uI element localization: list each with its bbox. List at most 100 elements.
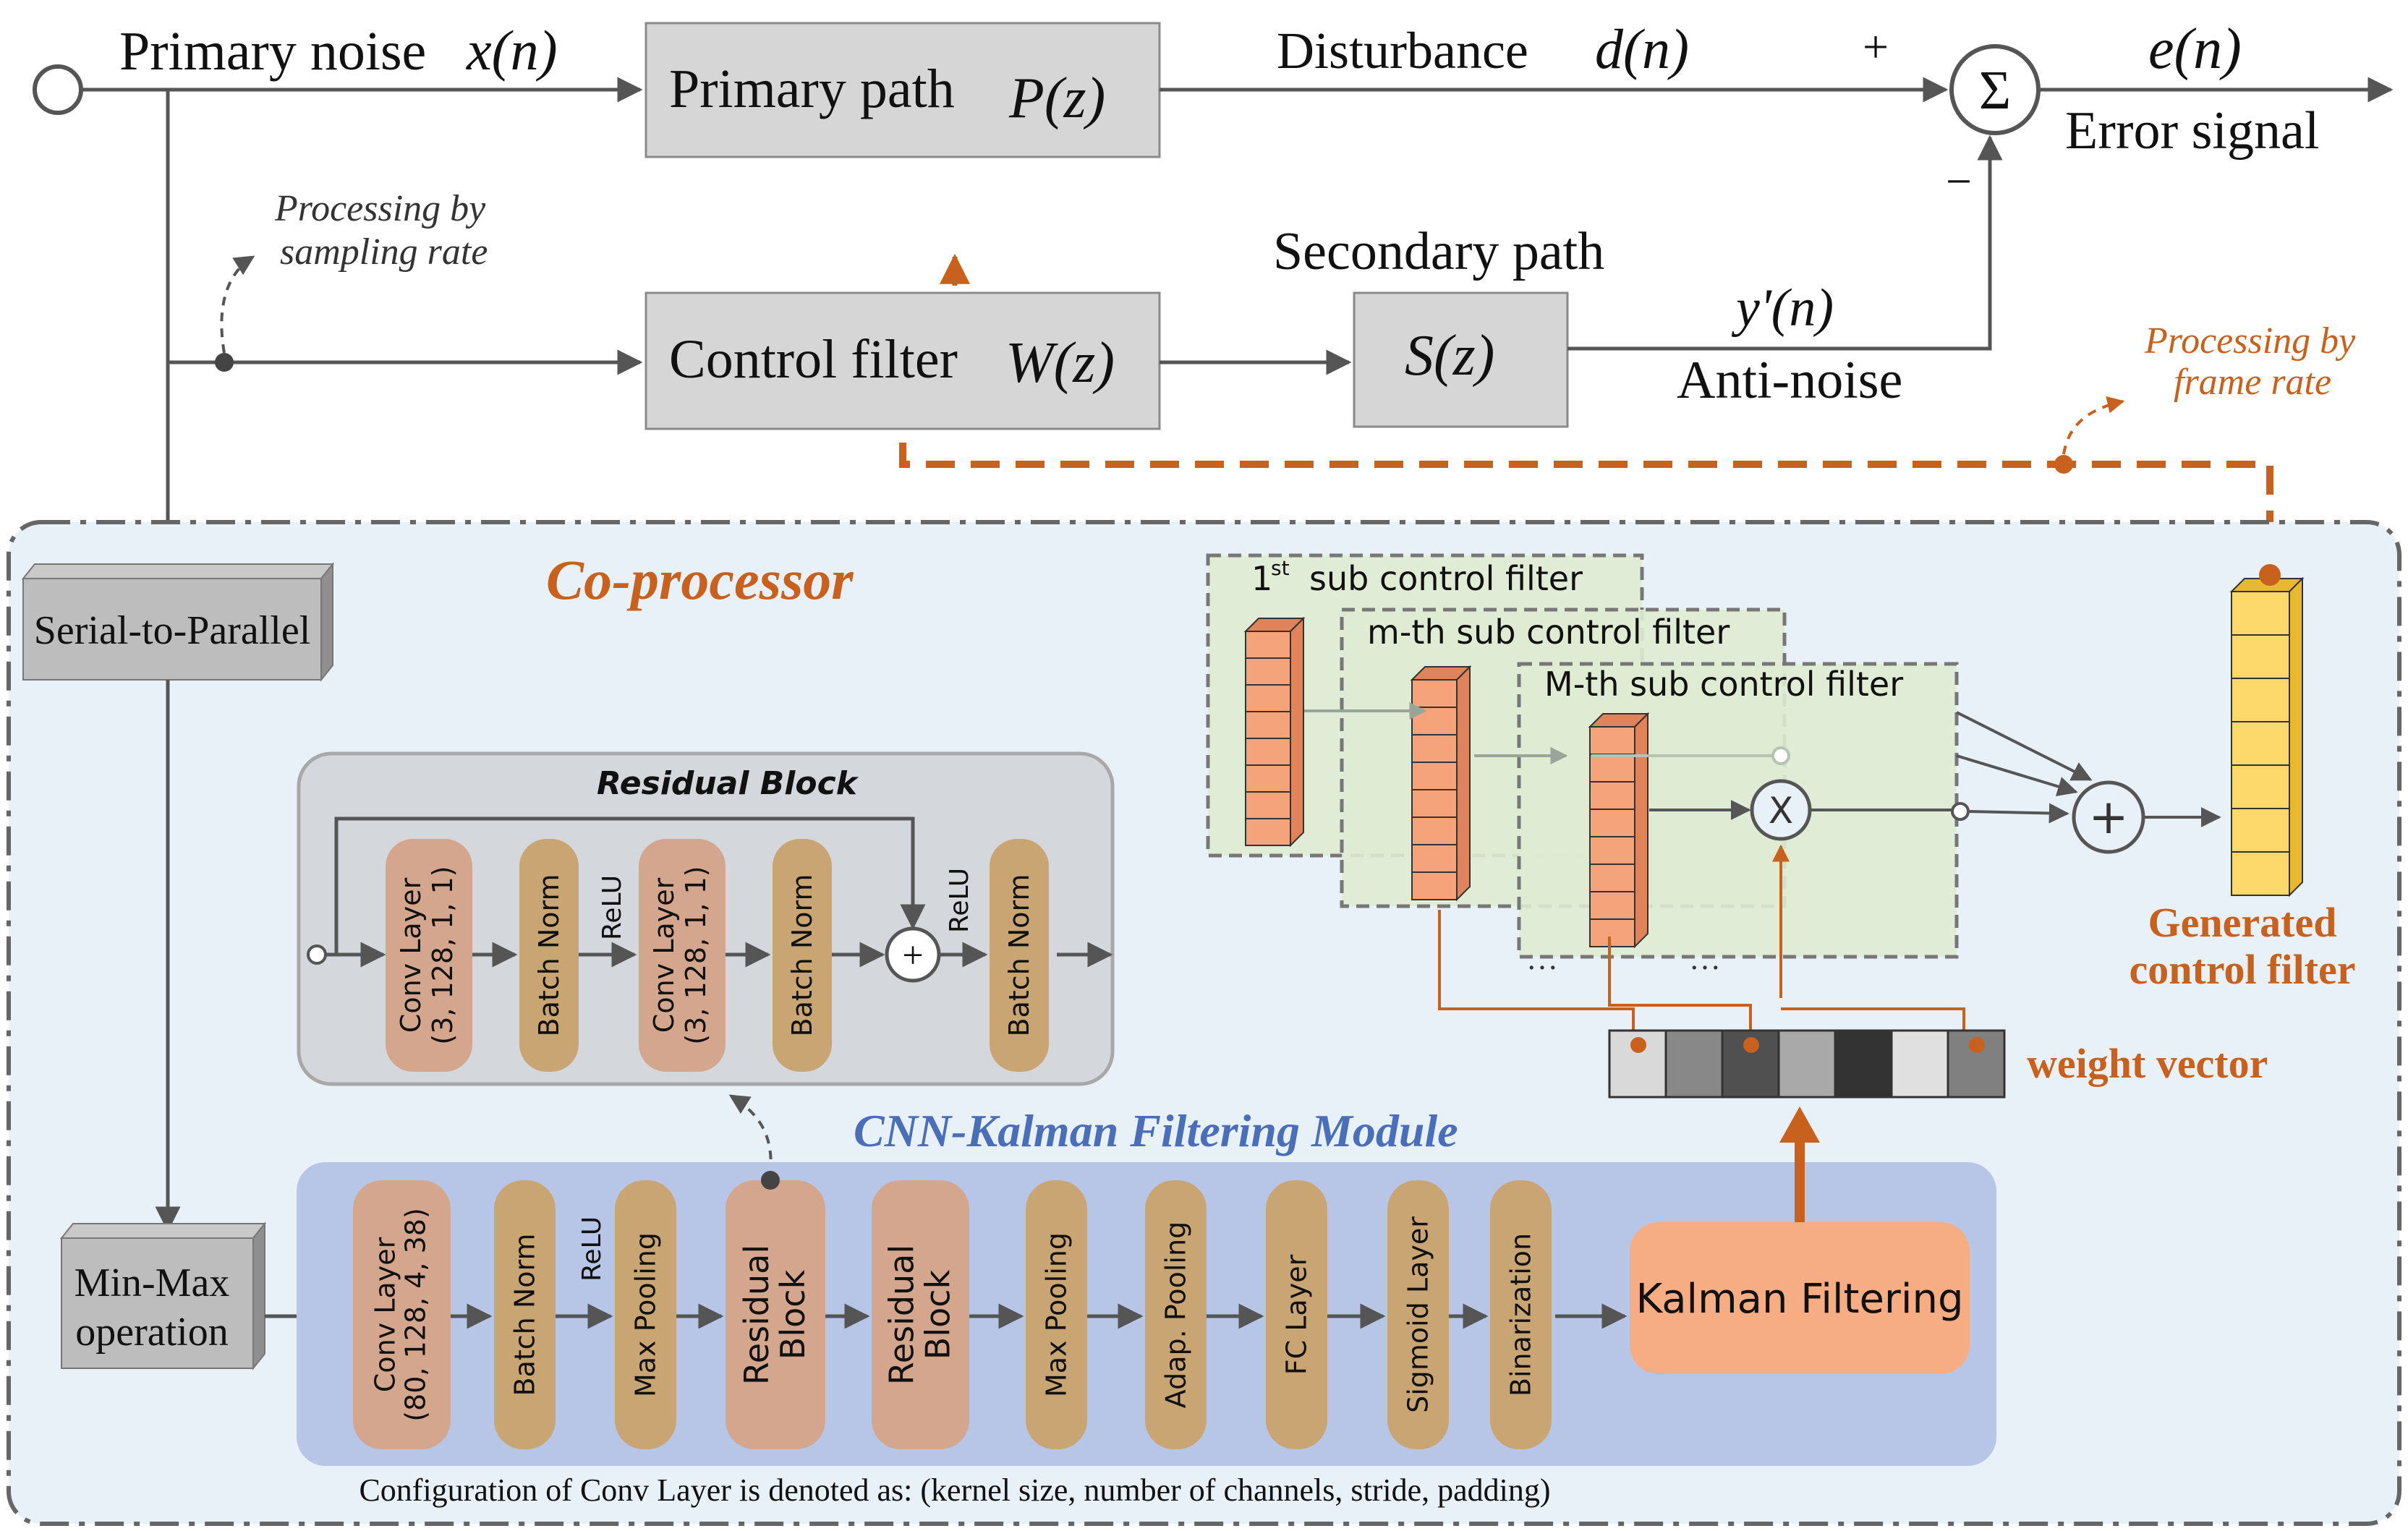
cnn-layer-8: FC Layer (1266, 1180, 1327, 1449)
generated-filter-cells (2229, 576, 2305, 897)
cnn-layer-1-line2: (80, 128, 4, 38) (400, 1208, 432, 1422)
relu-label-3: ReLU (577, 1216, 607, 1281)
primary-path-math: P(z) (1008, 67, 1105, 130)
plus-sign: + (1863, 21, 1889, 72)
weight-vector-label: weight vector (2027, 1040, 2268, 1087)
coprocessor: Co-processor Serial-to-Parallel Min-Max … (7, 520, 2401, 1526)
sub-filter-1-label: sub control filter (1309, 559, 1583, 598)
sub-filter-m-label: m-th sub control filter (1367, 613, 1730, 652)
minmax-label-1: Min-Max (75, 1261, 230, 1305)
residual-block-title: Residual Block (597, 765, 859, 802)
residual-layer-3: Conv Layer(3, 128, 1, 1) (639, 839, 726, 1072)
cnn-layer-1: Conv Layer(80, 128, 4, 38) (353, 1180, 451, 1449)
residual-layer-2-line1: Batch Norm (533, 874, 565, 1037)
minus-sign: − (1946, 155, 1972, 207)
cnn-layer-2: Batch Norm (494, 1180, 556, 1449)
cnn-layer-4-line1: Residual (737, 1245, 776, 1385)
cnn-title: CNN-Kalman Filtering Module (854, 1105, 1458, 1156)
cnn-layer-5-line1: Residual (882, 1245, 922, 1385)
cnn-layer-2-line1: Batch Norm (509, 1234, 541, 1396)
error-math: e(n) (2148, 17, 2242, 81)
sampling-tap (215, 353, 234, 372)
cnn-layer-9: Sigmoid Layer (1387, 1180, 1449, 1449)
anc-loop: Primary noise x(n) Primary path P(z) Dis… (33, 17, 2394, 571)
weight-vector (1608, 1029, 2006, 1099)
residual-tap (761, 1171, 780, 1190)
weight-cell-2 (1664, 1029, 1724, 1099)
secondary-path-label: Secondary path (1273, 222, 1604, 281)
generated-tap (2259, 564, 2281, 586)
residual-layer-4-line1: Batch Norm (786, 874, 818, 1037)
multiply-sign: X (1769, 790, 1793, 832)
sub-filter-1-num: 1 (1251, 559, 1272, 598)
weight-cell-4 (1777, 1029, 1837, 1099)
sub-filter-1-stack (1243, 616, 1306, 848)
primary-noise-label: Primary noise (119, 21, 426, 82)
frame-tap (2054, 455, 2073, 474)
residual-zoom-arrow (728, 1094, 773, 1176)
generated-label-2: control filter (2130, 946, 2356, 993)
subfilter-connections: X + (1304, 702, 2221, 1041)
kalman-label: Kalman Filtering (1635, 1276, 1963, 1323)
relu-label-1: ReLU (597, 875, 627, 940)
cnn-layer-8-line1: FC Layer (1281, 1254, 1313, 1375)
weight-tap-7 (1969, 1037, 1985, 1053)
cnn-layer-3: Max Pooling (615, 1180, 676, 1449)
cnn-layer-6: Max Pooling (1026, 1180, 1087, 1449)
cnn-layer-9-line1: Sigmoid Layer (1403, 1216, 1434, 1413)
control-filter-label: Control filter (669, 329, 958, 390)
generated-filter-stack (2229, 576, 2305, 897)
sum-symbol: Σ (1979, 60, 2011, 121)
antinoise-math: y'(n) (1731, 278, 1834, 338)
frame-update-dashed (899, 443, 2273, 571)
cnn-layer-5-line2: Block (919, 1269, 958, 1360)
cnn-layer-4-line2: Block (773, 1269, 812, 1360)
input-node (33, 64, 83, 115)
frame-dashed-arrow (2062, 396, 2125, 455)
processing-frame-1: Processing by (2144, 320, 2356, 362)
residual-layer-5-line1: Batch Norm (1003, 874, 1035, 1037)
minmax-label-2: operation (75, 1310, 228, 1355)
residual-layer-3-line2: (3, 128, 1, 1) (680, 866, 712, 1044)
residual-block-detail: Residual Block Conv Layer(3, 128, 1, 1)B… (297, 751, 1115, 1086)
secondary-path-math: S(z) (1405, 324, 1494, 388)
residual-add-sign: + (902, 935, 923, 976)
ellipsis-1: … (1526, 941, 1558, 976)
cnn-layer-6-line1: Max Pooling (1041, 1232, 1073, 1397)
sub-filter-M-stack (1588, 712, 1650, 949)
weight-cell-6 (1890, 1029, 1949, 1099)
cnn-layer-7: Adap. Pooling (1145, 1180, 1207, 1449)
sampling-dashed-arrow (220, 255, 255, 354)
primary-path-label: Primary path (669, 59, 955, 119)
serial-to-parallel-label: Serial-to-Parallel (34, 608, 311, 653)
sub-filter-m-stack (1410, 665, 1472, 902)
residual-layer-5: Batch Norm (990, 839, 1049, 1072)
secondary-path-box (1353, 291, 1569, 428)
control-filter-math: W(z) (1005, 331, 1115, 395)
cnn-layer-1-line1: Conv Layer (370, 1237, 401, 1392)
residual-layer-1: Conv Layer(3, 128, 1, 1) (386, 839, 472, 1072)
residual-layer-4: Batch Norm (773, 839, 832, 1072)
relu-label-2: ReLU (945, 868, 974, 933)
residual-layer-1-line2: (3, 128, 1, 1) (427, 866, 459, 1044)
weight-cell-5 (1834, 1029, 1893, 1099)
minmax-block: Min-Max operation (59, 1221, 267, 1370)
error-label: Error signal (2065, 101, 2319, 161)
disturbance-label: Disturbance (1277, 22, 1528, 80)
kalman-box (1630, 1222, 1970, 1374)
generated-label-1: Generated (2148, 899, 2337, 946)
cnn-layer-10: Binarization (1490, 1180, 1552, 1449)
cnn-layer-3-line1: Max Pooling (630, 1232, 662, 1397)
weight-tap-1 (1630, 1037, 1646, 1053)
sub-filter-M-label: M-th sub control filter (1544, 665, 1903, 704)
primary-path-box (644, 22, 1161, 158)
cnn-layer-10-line1: Binarization (1505, 1233, 1537, 1396)
residual-layer-1-line1: Conv Layer (395, 877, 427, 1033)
processing-sampling-1: Processing by (274, 188, 486, 229)
cnn-layer-7-line1: Adap. Pooling (1160, 1221, 1192, 1408)
processing-frame-2: frame rate (2174, 362, 2331, 403)
coprocessor-title: Co-processor (546, 548, 854, 611)
